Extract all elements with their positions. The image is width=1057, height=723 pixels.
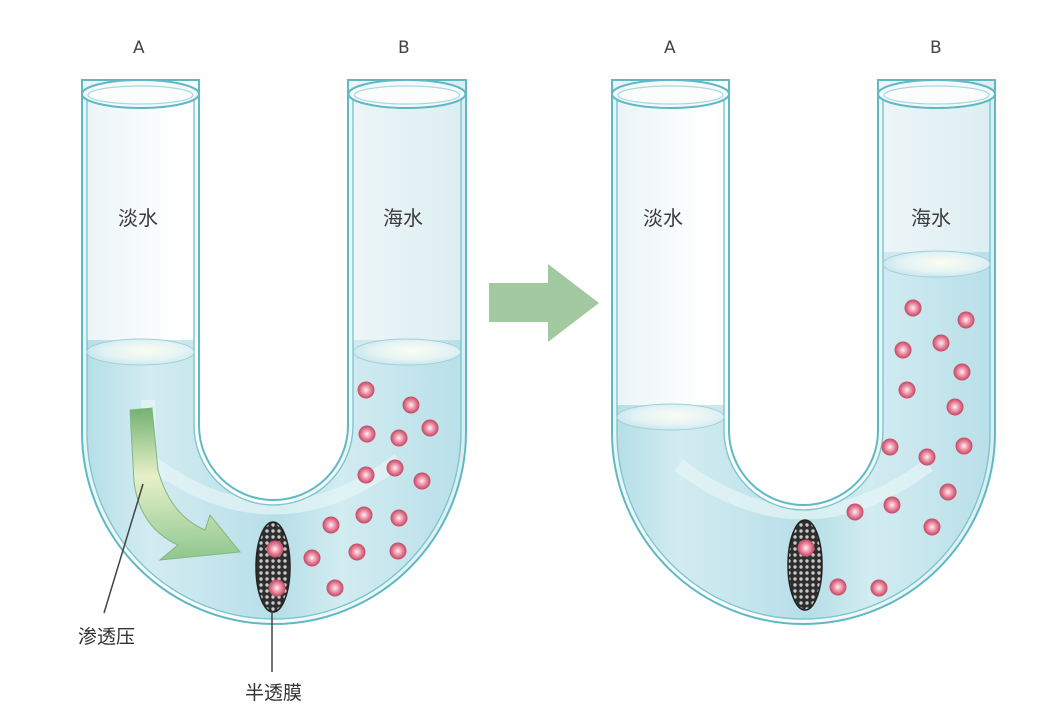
solute-particle <box>904 299 922 317</box>
solute-particle <box>357 381 375 399</box>
panel-after <box>611 79 996 625</box>
rim-inner <box>87 85 194 105</box>
rim-inner <box>617 85 724 105</box>
water-surface-a <box>616 403 725 431</box>
solute-particle <box>957 311 975 329</box>
solute-particle <box>322 516 340 534</box>
solute-particle <box>955 437 973 455</box>
solute-particle <box>268 579 286 597</box>
solute-particle <box>797 539 815 557</box>
solute-particle <box>918 448 936 466</box>
solute-particle <box>923 518 941 536</box>
tube-label-b: B <box>930 38 942 58</box>
osmosis-flow-arrow <box>129 407 241 561</box>
solute-particle <box>402 396 420 414</box>
solute-particle <box>846 503 864 521</box>
solute-particle <box>390 509 408 527</box>
sea-water-label: 海水 <box>911 206 951 230</box>
osmotic-pressure-leader-line <box>103 483 144 614</box>
solute-particle <box>389 542 407 560</box>
solute-particle <box>894 341 912 359</box>
solute-particle <box>946 398 964 416</box>
solute-particle <box>953 363 971 381</box>
solute-particle <box>357 466 375 484</box>
solute-particle <box>266 540 284 558</box>
transition-arrow <box>489 264 599 342</box>
solute-particle <box>390 429 408 447</box>
tube-label-a: A <box>664 38 676 58</box>
solute-particle <box>898 381 916 399</box>
semipermeable-membrane <box>255 521 291 613</box>
membrane-label: 半透膜 <box>245 682 303 704</box>
semipermeable-membrane <box>787 519 823 611</box>
solute-particle <box>303 549 321 567</box>
solute-particle <box>413 472 431 490</box>
tube-label-a: A <box>133 38 145 58</box>
panel-before <box>81 79 467 672</box>
solute-particle <box>870 579 888 597</box>
fresh-water-label: 淡水 <box>118 206 158 230</box>
solute-particle <box>883 496 901 514</box>
solute-particle <box>939 483 957 501</box>
tube-label-b: B <box>398 38 410 58</box>
rim-inner <box>353 85 461 105</box>
water-highlight <box>674 459 933 520</box>
sea-water-label: 海水 <box>383 206 423 230</box>
solute-particle <box>326 579 344 597</box>
osmotic-pressure-label: 渗透压 <box>78 626 136 648</box>
u-tube-inner-outline <box>86 92 462 620</box>
solute-particle <box>932 334 950 352</box>
water-surface-b <box>353 338 461 366</box>
u-tube-inner-outline <box>616 92 991 620</box>
solute-particle <box>881 438 899 456</box>
rim-inner <box>883 85 990 105</box>
fresh-water-label: 淡水 <box>643 206 683 230</box>
solute-particle <box>386 459 404 477</box>
water-surface-a <box>86 338 195 366</box>
solute-particle <box>829 578 847 596</box>
solute-particle <box>358 425 376 443</box>
solute-particle <box>421 419 439 437</box>
solute-particle <box>348 543 366 561</box>
water-surface-b <box>882 250 991 278</box>
solute-particle <box>355 506 373 524</box>
